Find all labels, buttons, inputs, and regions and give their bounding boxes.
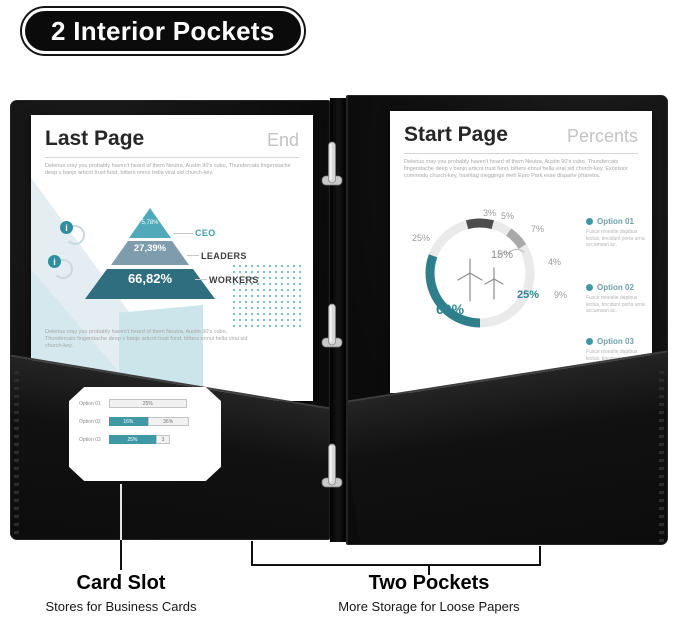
legend-item: Option 01 Fusce moestie dapibus lectus, … [586,217,646,249]
pyramid-top-band [129,208,171,238]
pyramid-bottom-band [85,269,215,299]
donut-label-5: 5% [501,211,515,221]
bullet-icon [586,284,593,291]
donut-teal-arc [425,218,535,328]
card-row-label: Option 01 [79,400,101,407]
start-page-paper: Start Page Percents Delerius cray you pr… [390,111,652,393]
loop-arrow-icon [53,259,73,279]
card-slot-title: Card Slot [76,572,166,594]
legend-label: Option 01 [597,217,634,226]
card-bar: 25% [109,399,211,408]
legend-head: Option 01 [586,217,646,226]
pocket-bracket-line [539,546,541,566]
page-title: Last Page [45,127,145,150]
leader-line [173,233,193,234]
folder-spine [330,98,346,542]
donut-chart [410,203,550,343]
donut-label-4: 4% [548,257,562,267]
leader-line [187,255,199,256]
two-pockets-title: Two Pockets [368,572,490,594]
donut-label-25-outer: 25% [412,233,431,243]
pyramid-mid-band [111,241,189,265]
card-bar: 25% 3 [109,435,211,444]
card-slot-subtitle: Stores for Business Cards [45,599,197,614]
donut-label-25-inner: 25% [517,289,540,301]
page-subtitle: Percents [566,126,638,146]
info-icon: i [48,255,61,268]
card-row: Option 02 16% 36% [79,417,211,426]
business-card: Option 01 25% Option 02 16% 36% Option 0… [69,387,221,481]
intro-text: Delerius cray you probably haven't heard… [404,159,628,179]
card-bar-segment: 16% [109,417,148,426]
folder-left-panel: Last Page End Delerius cray you probably… [10,100,330,540]
donut-rings [425,218,535,328]
prong-fastener-icon [321,443,343,488]
donut-dark-arc [425,218,535,328]
legend-item: Option 02 Fusce moestie dapibus lectus, … [586,283,646,315]
card-row-label: Option 03 [79,436,101,443]
leader-line [195,279,207,280]
pyramid-chart: 5,78% 27,39% 66,82% CEO LEADERS WORKERS [83,207,273,303]
pyramid-top-value: 5,78% [141,220,159,226]
card-row: Option 01 25% [79,399,211,408]
donut-label-7: 7% [531,224,545,234]
legend-head: Option 03 [586,337,646,346]
last-page-paper: Last Page End Delerius cray you probably… [31,115,313,401]
title-badge: 2 Interior Pockets [22,8,304,54]
donut-gray-arc [425,218,535,328]
two-pockets-subtitle: More Storage for Loose Papers [338,599,520,614]
card-bar-segment: 3 [155,435,171,444]
pyramid-label-workers: WORKERS [209,275,259,285]
pyramid-label-ceo: CEO [195,228,216,238]
legend-desc: Fusce moestie dapibus lectus, tincidunt … [586,229,645,248]
pyramid-shape [85,208,215,299]
card-bar-segment: 36% [147,417,189,426]
page-subtitle: End [266,130,299,150]
bullet-icon [586,338,593,345]
intro-text: Delerius cray you probably haven't heard… [45,163,291,176]
pocket-bracket-line [251,541,253,566]
legend-desc: Fusce moestie dapibus lectus, tincidunt … [586,295,645,314]
legend-label: Option 02 [597,283,634,292]
page-header: Start Page Percents [404,123,638,154]
pocket-bracket-line [251,564,541,566]
page-header: Last Page End [45,127,299,158]
callout-line-card-slot [120,540,122,570]
prong-fastener-icon [321,141,343,186]
folder-right-panel: Start Page Percents Delerius cray you pr… [346,95,668,545]
wind-turbine-icon [457,248,525,302]
footer-text: Delerius cray you probably haven't heard… [45,329,248,349]
edge-stitch-texture [659,371,664,544]
card-bar: 16% 36% [109,417,211,426]
halftone-dots [231,263,301,331]
edge-stitch-texture [14,371,19,539]
donut-label-60-inner: 60% [436,301,465,317]
legend-head: Option 02 [586,283,646,292]
badge-label: 2 Interior Pockets [51,15,275,46]
card-bar-segment: 25% [109,399,187,408]
pyramid-mid-value: 27,39% [133,243,167,254]
pyramid-bottom-value: 66,82% [127,271,173,286]
donut-label-9: 9% [554,290,568,300]
donut-label-3: 3% [483,208,497,218]
loop-arrow-icon [65,225,85,245]
card-bar-segment: 25% [109,435,156,444]
card-row: Option 03 25% 3 [79,435,211,444]
card-row-label: Option 02 [79,418,101,425]
pyramid-label-leaders: LEADERS [201,251,247,261]
donut-label-15-inner: 15% [491,249,514,261]
info-icon: i [60,221,73,234]
prong-fastener-icon [321,303,343,348]
page-title: Start Page [404,123,508,146]
bullet-icon [586,218,593,225]
legend-label: Option 03 [597,337,634,346]
pocket-bracket-line [428,566,430,575]
callout-line-card-slot [120,484,122,540]
